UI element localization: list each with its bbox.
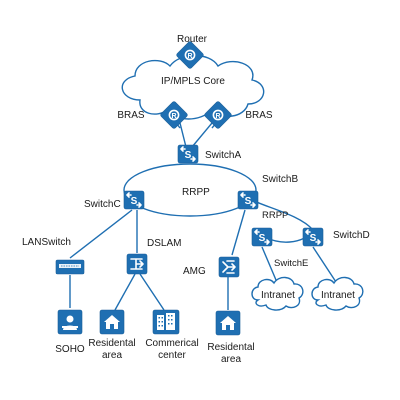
svg-text:R: R xyxy=(215,113,220,120)
lanswitch-label: LANSwitch xyxy=(22,237,71,248)
amg-icon xyxy=(218,256,240,278)
residential-area-2: Residental area xyxy=(207,310,255,365)
soho-label: SOHO xyxy=(55,344,85,355)
switch-c: SwitchC xyxy=(84,190,145,210)
residential-2-label-line1: Residental xyxy=(207,342,254,353)
cloud-icon xyxy=(251,276,304,311)
router-icon: R xyxy=(176,41,204,69)
house-icon xyxy=(99,309,125,335)
switch-icon xyxy=(251,227,273,247)
residential-area-1: Residental area xyxy=(88,309,136,361)
links xyxy=(69,62,337,311)
bras-left-label: BRAS xyxy=(117,110,145,121)
rrpp-main-ring xyxy=(123,163,257,217)
dslam-commercial-link xyxy=(139,273,165,311)
core-label: IP/MPLS Core xyxy=(161,76,225,87)
router-icon: R xyxy=(204,101,232,129)
amg-label: AMG xyxy=(183,266,206,277)
residential-1-label-line2: area xyxy=(102,350,122,361)
switch-b: SwitchB xyxy=(237,174,298,210)
soho: SOHO xyxy=(55,309,85,355)
bras-right-switcha-link xyxy=(191,122,213,148)
switch-a-label: SwitchA xyxy=(205,150,241,161)
lanswitch: LANSwitch xyxy=(22,237,85,275)
switch-d: SwitchD xyxy=(302,227,370,247)
commercial-label-line2: center xyxy=(158,350,186,361)
switchd-intranet-link xyxy=(312,246,337,283)
router-icon: R xyxy=(160,101,188,129)
intranet-cloud-1: Intranet xyxy=(251,276,304,311)
office-building-icon xyxy=(152,309,180,335)
bras-right: BRAS R xyxy=(204,101,273,129)
switche-intranet-link xyxy=(261,246,277,281)
switch-icon xyxy=(123,190,145,210)
intranet-cloud-2: Intranet xyxy=(311,276,364,311)
bras-right-label: BRAS xyxy=(245,110,273,121)
switchc-lanswitch-link xyxy=(69,209,133,259)
soho-user-icon xyxy=(57,309,83,335)
switchb-amg-link xyxy=(231,209,246,256)
switch-e: SwitchE xyxy=(251,227,308,269)
switch-icon xyxy=(302,227,324,247)
bras-left: BRAS R xyxy=(117,101,188,129)
residential-1-label-line1: Residental xyxy=(88,338,135,349)
dslam-residential-link xyxy=(114,273,136,311)
dslam-label: DSLAM xyxy=(147,238,181,249)
bras-left-switcha-link xyxy=(179,122,187,148)
commercial-label-line1: Commerical xyxy=(145,338,198,349)
amg: AMG xyxy=(183,256,240,278)
switch-c-label: SwitchC xyxy=(84,199,121,210)
house-icon xyxy=(215,310,241,336)
cloud-icon xyxy=(311,276,364,311)
switch-a: SwitchA xyxy=(177,144,241,164)
switch-icon xyxy=(177,144,199,164)
dslam-icon xyxy=(126,253,148,275)
switch-e-label: SwitchE xyxy=(274,258,308,269)
rrpp-sub-label: RRPP xyxy=(262,210,288,221)
router-label: Router xyxy=(177,34,208,45)
lanswitch-icon xyxy=(55,259,85,275)
dslam: DSLAM xyxy=(126,238,181,275)
switch-icon xyxy=(237,190,259,210)
intranet-1-label: Intranet xyxy=(261,290,295,301)
intranet-2-label: Intranet xyxy=(321,290,355,301)
commercial-center: Commerical center xyxy=(145,309,199,361)
svg-text:R: R xyxy=(171,113,176,120)
residential-2-label-line2: area xyxy=(221,354,241,365)
svg-text:R: R xyxy=(187,53,192,60)
router: Router R xyxy=(176,34,208,69)
rrpp-main-label: RRPP xyxy=(182,187,210,198)
switch-b-label: SwitchB xyxy=(262,174,298,185)
switch-d-label: SwitchD xyxy=(333,230,370,241)
